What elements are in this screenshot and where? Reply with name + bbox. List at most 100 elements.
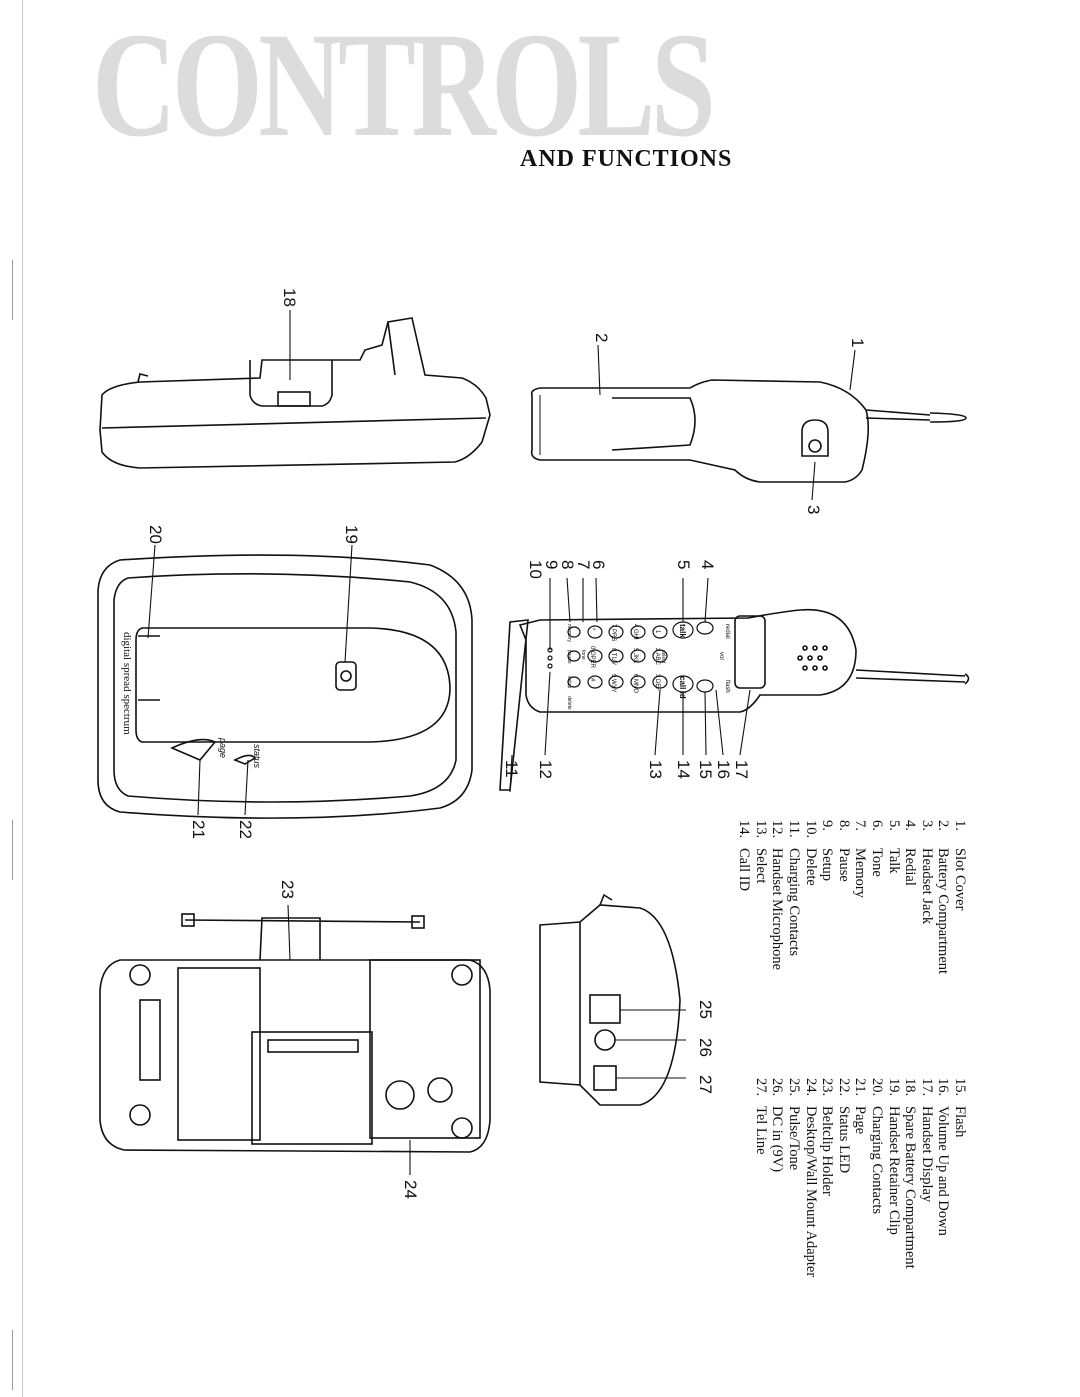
crop-mark — [12, 820, 13, 880]
legend-label: Memory — [852, 848, 869, 898]
legend-label: DC in (9V) — [769, 1106, 786, 1173]
legend-label: Talk — [885, 848, 902, 874]
legend-label: Handset Microphone — [769, 848, 786, 971]
legend-item: 7. Memory — [852, 820, 869, 1062]
key-call-id: call id — [678, 676, 687, 699]
legend-num: 10. — [802, 820, 819, 839]
callout-21: 21 — [189, 820, 208, 839]
legend-num: 3. — [918, 820, 935, 831]
key-digit: 1 — [654, 630, 660, 634]
key-flash: flash — [724, 680, 730, 693]
legend-label: Tone — [869, 848, 886, 877]
legend-num: 9. — [819, 820, 836, 831]
key-digit: 8 TUV — [610, 648, 616, 665]
callout-26: 26 — [696, 1038, 715, 1057]
legend-item: 21. Page — [852, 1078, 869, 1320]
legend-label: Headset Jack — [918, 848, 935, 925]
legend-num: 4. — [902, 820, 919, 831]
legend-num: 23. — [819, 1078, 836, 1097]
legend-num: 6. — [869, 820, 886, 831]
key-redial: redial — [724, 624, 730, 639]
callout-22: 22 — [236, 820, 255, 839]
legend-num: 8. — [835, 820, 852, 831]
legend-item: 13. Select — [752, 820, 769, 1062]
legend-label: Pulse/Tone — [786, 1106, 803, 1171]
legend-item: 4. Redial — [902, 820, 919, 1062]
key-delete: delete — [566, 696, 572, 710]
legend-item: 18.Spare Battery Compartment — [902, 1078, 919, 1320]
legend-num: 5. — [885, 820, 902, 831]
legend-num: 18. — [902, 1078, 919, 1097]
legend-item: 27. Tel Line — [752, 1078, 769, 1320]
legend-label: Status LED — [835, 1106, 852, 1174]
callout-1: 1 — [848, 338, 867, 347]
key-digit: 0 OPER — [589, 646, 595, 669]
legend-label: Tel Line — [752, 1106, 769, 1155]
base-status-label: status — [252, 744, 262, 769]
key-digit: # — [589, 678, 595, 682]
handset-back-view — [539, 893, 681, 1106]
legend-item: 10. Delete — [802, 820, 819, 1062]
key-digit: 7 PRS — [610, 624, 616, 641]
legend-item: 11. Charging Contacts — [785, 820, 802, 1062]
legend-label: Slot Cover — [952, 848, 968, 911]
key-digit: * — [589, 628, 595, 631]
key-digit: 2 ABC — [654, 648, 660, 666]
key-digit: 9 WXY — [610, 674, 616, 693]
legend-label: Select — [752, 848, 769, 884]
legend-item: 17.Handset Display — [918, 1078, 935, 1320]
key-tone: tone — [580, 650, 586, 660]
legend-label: Page — [852, 1106, 869, 1135]
legend-label: Volume Up and Down — [935, 1106, 952, 1236]
key-memory: memory — [566, 624, 572, 643]
legend-label: Call ID — [736, 848, 753, 892]
legend-label: Charging Contacts — [786, 848, 803, 957]
legend-item: 3. Headset Jack — [918, 820, 935, 1062]
legend-label: Flash — [952, 1106, 968, 1138]
callout-23: 23 — [278, 880, 297, 899]
legend-item: 6. Tone — [868, 820, 885, 1062]
callout-25: 25 — [696, 1000, 715, 1019]
legend-item: 14.Call ID — [736, 820, 753, 1062]
legend-num: 11. — [786, 820, 803, 838]
key-digit: 3 DEF — [654, 674, 660, 691]
legend-label: Handset Retainer Clip — [885, 1106, 902, 1235]
legend-item: 24.Desktop/Wall Mount Adapter — [802, 1078, 819, 1320]
legend-item: 26.DC in (9V) — [769, 1078, 786, 1320]
callout-8: 8 — [558, 560, 577, 569]
legend-num: 21. — [852, 1078, 869, 1097]
legend-num: 20. — [869, 1078, 886, 1097]
legend-item: 1. Slot Cover — [951, 820, 968, 1062]
callout-2: 2 — [592, 333, 611, 342]
key-digit: 5 JKL — [632, 648, 638, 664]
key-digit: 6 MNO — [632, 674, 638, 693]
callout-15: 15 — [696, 760, 715, 779]
legend-label: Charging Contacts — [869, 1106, 886, 1215]
callout-18: 18 — [280, 288, 299, 307]
legend-item: 22. Status LED — [835, 1078, 852, 1320]
device-labels: digital spread spectrum status page talk… — [121, 624, 730, 769]
legend-label: Redial — [902, 848, 919, 886]
legend-num: 12. — [769, 820, 786, 839]
callout-6: 6 — [589, 560, 608, 569]
legend-num: 27. — [752, 1078, 769, 1097]
legend-label: Battery Compartment — [935, 848, 952, 975]
legend-num: 1. — [952, 820, 968, 831]
legend-num: 22. — [835, 1078, 852, 1097]
key-select: select — [660, 650, 666, 664]
legend-label: Beltclip Holder — [819, 1106, 836, 1196]
key-setup: setup — [566, 676, 572, 688]
page-margin-line — [22, 0, 23, 1397]
legend-num: 7. — [852, 820, 869, 831]
legend-item: 2.Battery Compartment — [935, 820, 952, 1062]
key-vol: vol — [718, 652, 724, 660]
key-pause: pause — [566, 650, 572, 664]
legend-label: Delete — [802, 848, 819, 886]
legend-num: 13. — [752, 820, 769, 839]
callout-11: 11 — [502, 760, 521, 778]
base-bottom-view — [99, 913, 491, 1153]
base-side-view — [99, 317, 491, 469]
legend-item: 8.Pause — [835, 820, 852, 1062]
callout-numbers: 1 2 3 4 5 6 7 8 9 10 11 12 13 14 15 16 1… — [146, 288, 867, 1199]
